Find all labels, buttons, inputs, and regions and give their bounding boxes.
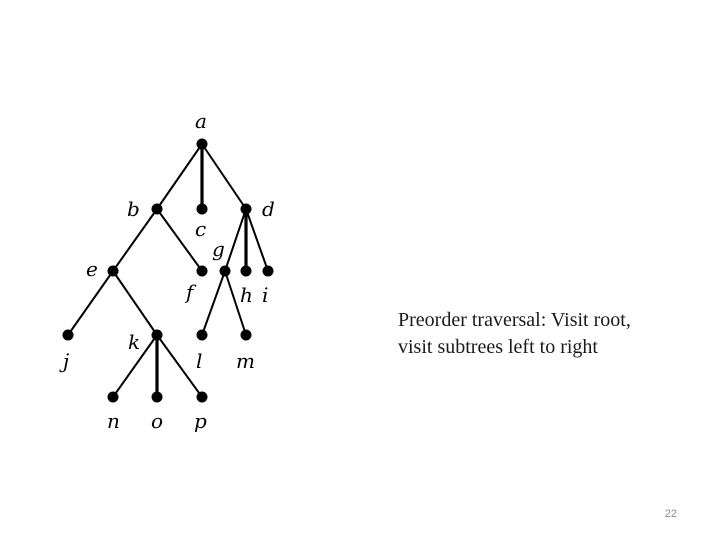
tree-edge-e-k: [112, 270, 158, 336]
tree-node-label-d: d: [262, 197, 275, 221]
tree-edge-b-f: [156, 208, 203, 272]
tree-edge-g-m: [224, 270, 247, 336]
tree-node-p: [196, 391, 208, 403]
tree-node-label-o: o: [151, 409, 163, 433]
tree-node-h: [240, 265, 252, 277]
tree-node-m: [240, 329, 252, 341]
tree-node-e: [107, 265, 119, 277]
tree-node-a: [196, 138, 208, 150]
tree-edge-d-g: [224, 208, 247, 272]
tree-node-label-e: e: [86, 257, 98, 281]
caption-line-2: visit subtrees left to right: [398, 336, 598, 358]
tree-edge-k-p: [156, 334, 203, 398]
tree-nodes: [62, 138, 274, 403]
tree-edge-b-e: [112, 208, 158, 272]
tree-node-j: [62, 329, 74, 341]
tree-node-label-f: f: [184, 280, 197, 304]
tree-node-label-g: g: [212, 237, 225, 261]
tree-node-label-l: l: [196, 349, 202, 373]
tree-node-g: [219, 265, 231, 277]
tree-node-label-i: i: [262, 283, 268, 307]
tree-edge-k-n: [112, 334, 158, 398]
tree-node-b: [151, 203, 163, 215]
tree-node-label-m: m: [236, 349, 255, 373]
tree-node-label-j: j: [59, 349, 69, 373]
tree-node-label-a: a: [195, 109, 207, 133]
page-number: 22: [664, 508, 677, 520]
tree-edge-a-d: [201, 143, 247, 210]
tree-edges: [67, 142, 269, 399]
tree-node-l: [196, 329, 208, 341]
tree-node-label-n: n: [107, 409, 120, 433]
tree-edge-d-i: [245, 208, 269, 272]
tree-node-c: [196, 203, 208, 215]
caption: Preorder traversal: Visit root, visit su…: [398, 307, 631, 361]
tree-node-label-b: b: [127, 197, 140, 221]
tree-node-i: [262, 265, 274, 277]
tree-node-k: [151, 329, 163, 341]
tree-node-label-k: k: [128, 330, 140, 354]
tree-edge-g-l: [201, 270, 226, 336]
caption-line-1: Preorder traversal: Visit root,: [398, 309, 631, 331]
tree-node-n: [107, 391, 119, 403]
tree-edge-e-j: [67, 270, 114, 336]
tree-node-d: [240, 203, 252, 215]
tree-node-label-p: p: [194, 409, 207, 433]
tree-node-f: [196, 265, 208, 277]
tree-edge-a-b: [156, 143, 203, 210]
tree-node-label-c: c: [195, 217, 206, 241]
tree-node-o: [151, 391, 163, 403]
tree-node-label-h: h: [240, 283, 253, 307]
